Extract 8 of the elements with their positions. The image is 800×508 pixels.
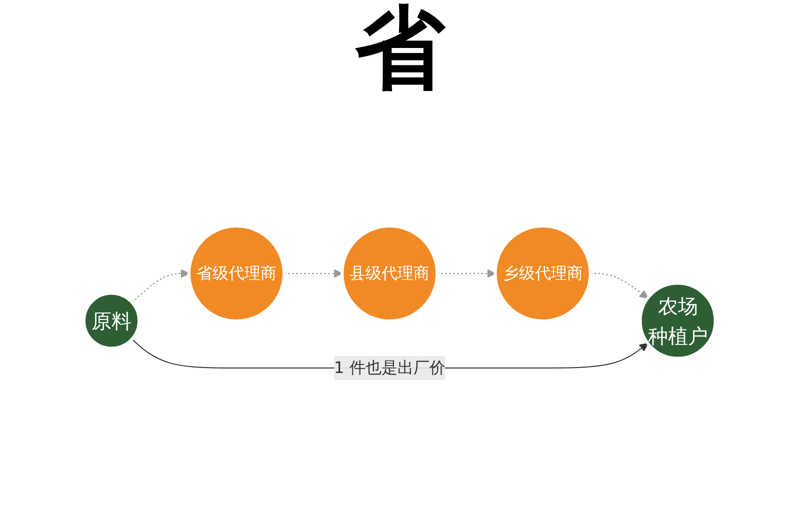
large-character: 省: [355, 0, 445, 101]
node-circle: 乡级代理商: [494, 224, 592, 322]
node-circle: 县级代理商: [341, 224, 439, 322]
arrow: [284, 269, 343, 278]
node-circle: 省级代理商: [188, 224, 286, 322]
arrow: [437, 269, 496, 278]
arrow: [132, 269, 190, 303]
edge-label: 1 件也是出厂价: [334, 358, 446, 377]
